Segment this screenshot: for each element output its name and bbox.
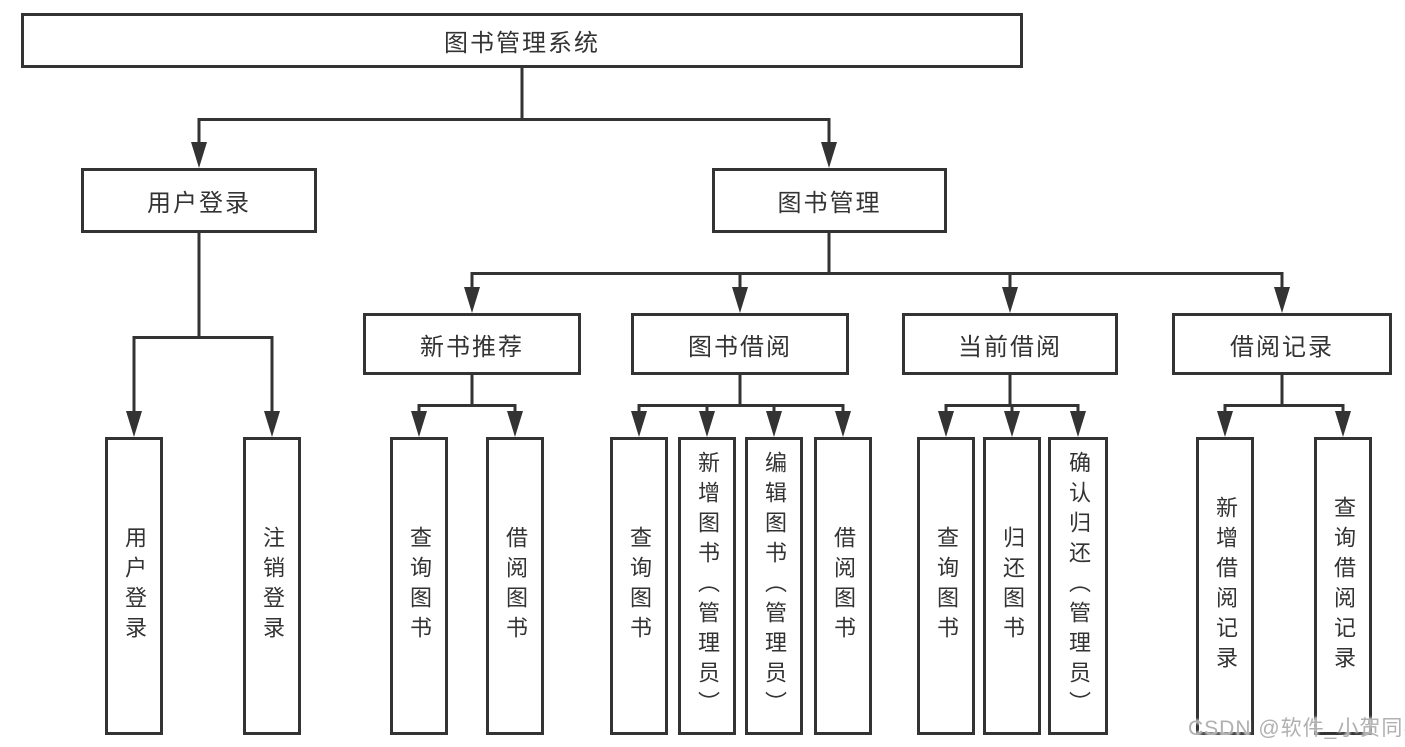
leaf-borrow-books-recommend: 借阅图书 xyxy=(486,437,544,735)
node-label: 用户登录 xyxy=(147,190,251,217)
csdn-watermark: CSDN @软件_小贺同学 xyxy=(1188,717,1405,740)
leaf-label: 新增借阅记录 xyxy=(1213,496,1238,676)
node-label: 图书管理 xyxy=(777,190,882,217)
leaf-query-books-borrowing: 查询图书 xyxy=(610,437,668,735)
leaf-return-books: 归还图书 xyxy=(983,437,1041,735)
node-book-management: 图书管理 xyxy=(712,168,947,233)
leaf-label: 查询图书 xyxy=(627,526,652,646)
leaf-label: 查询借阅记录 xyxy=(1331,496,1356,676)
node-borrow-records: 借阅记录 xyxy=(1172,313,1392,375)
leaf-label: 查询图书 xyxy=(407,526,432,646)
leaf-label: 确认归还（管理员） xyxy=(1066,451,1091,721)
leaf-label: 新增图书（管理员） xyxy=(695,451,720,721)
leaf-query-books-current: 查询图书 xyxy=(917,437,975,735)
node-new-book-recommend: 新书推荐 xyxy=(363,313,581,375)
node-label: 借阅记录 xyxy=(1230,333,1334,361)
node-label: 新书推荐 xyxy=(420,333,524,361)
leaf-add-borrow-record: 新增借阅记录 xyxy=(1196,437,1254,735)
node-label: 图书管理系统 xyxy=(444,30,600,57)
node-current-borrowing: 当前借阅 xyxy=(902,313,1118,375)
leaf-label: 编辑图书（管理员） xyxy=(762,451,787,721)
leaf-confirm-return-admin: 确认归还（管理员） xyxy=(1048,437,1108,735)
leaf-query-books-recommend: 查询图书 xyxy=(390,437,448,735)
leaf-label: 用户登录 xyxy=(122,526,147,646)
leaf-borrow-books-borrowing: 借阅图书 xyxy=(814,437,872,735)
leaf-label: 归还图书 xyxy=(1000,526,1025,646)
leaf-label: 注销登录 xyxy=(260,526,285,646)
node-library-management-system: 图书管理系统 xyxy=(21,13,1023,68)
node-user-login: 用户登录 xyxy=(81,168,317,233)
leaf-query-borrow-record: 查询借阅记录 xyxy=(1314,437,1372,735)
leaf-label: 查询图书 xyxy=(934,526,959,646)
leaf-label: 借阅图书 xyxy=(503,526,528,646)
leaf-add-books-admin: 新增图书（管理员） xyxy=(678,437,736,735)
leaf-user-login: 用户登录 xyxy=(105,437,163,735)
leaf-logout: 注销登录 xyxy=(243,437,301,735)
leaf-label: 借阅图书 xyxy=(831,526,856,646)
node-book-borrowing: 图书借阅 xyxy=(631,313,849,375)
leaf-edit-books-admin: 编辑图书（管理员） xyxy=(745,437,803,735)
node-label: 当前借阅 xyxy=(958,333,1062,361)
node-label: 图书借阅 xyxy=(688,333,792,361)
